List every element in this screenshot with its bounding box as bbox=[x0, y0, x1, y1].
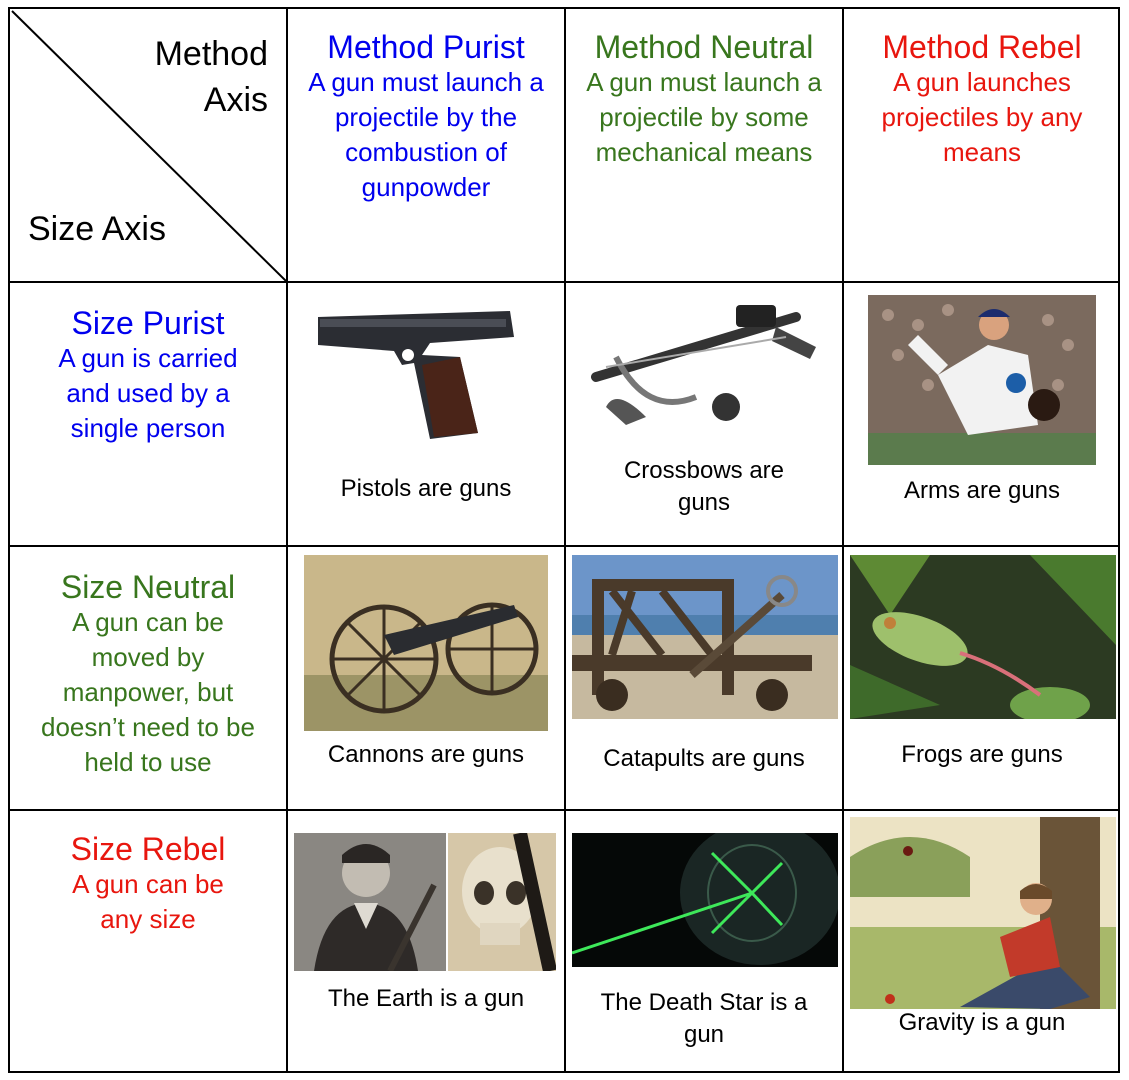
cell-caption: Cannons are guns bbox=[327, 741, 525, 768]
cell-pistol: Pistols are guns bbox=[288, 283, 564, 545]
column-description: A gun must launch a projectile by some m… bbox=[586, 67, 822, 167]
cell-crossbow: Crossbows are guns bbox=[566, 283, 842, 545]
cell-caption: Catapults are guns bbox=[603, 745, 805, 772]
column-title: Method Rebel bbox=[882, 29, 1082, 65]
grid-line bbox=[564, 9, 566, 1071]
column-title: Method Purist bbox=[327, 29, 525, 65]
cell-caption: Gravity is a gun bbox=[898, 1009, 1066, 1036]
column-header-method-purist: Method Purist A gun must launch a projec… bbox=[288, 29, 564, 205]
cell-cannon: Cannons are guns bbox=[288, 547, 564, 809]
death-star-icon bbox=[572, 833, 838, 967]
cell-caption: The Earth is a gun bbox=[327, 985, 525, 1012]
size-axis-label: Size Axis bbox=[28, 210, 166, 248]
crossbow-icon bbox=[591, 305, 816, 425]
column-header-method-neutral: Method Neutral A gun must launch a proje… bbox=[566, 29, 842, 170]
corner-cell: Method Axis Size Axis bbox=[10, 9, 286, 281]
cannon-icon bbox=[304, 555, 548, 731]
grid-line bbox=[286, 9, 288, 1071]
row-description: A gun can be moved by manpower, but does… bbox=[41, 607, 255, 777]
diagonal-line bbox=[11, 10, 286, 281]
grid-line bbox=[842, 9, 844, 1071]
grid-line bbox=[10, 545, 1118, 547]
row-header-size-neutral: Size Neutral A gun can be moved by manpo… bbox=[10, 569, 286, 780]
row-header-size-purist: Size Purist A gun is carried and used by… bbox=[10, 305, 286, 446]
grid-line bbox=[10, 809, 1118, 811]
row-title: Size Neutral bbox=[60, 569, 236, 605]
alignment-chart: Method Axis Size Axis Method Purist A gu… bbox=[8, 7, 1120, 1073]
row-description: A gun is carried and used by a single pe… bbox=[58, 343, 238, 443]
catapult-icon bbox=[572, 555, 838, 719]
row-title: Size Rebel bbox=[70, 831, 226, 867]
cell-frog: Frogs are guns bbox=[844, 547, 1120, 809]
column-header-method-rebel: Method Rebel A gun launches projectiles … bbox=[844, 29, 1120, 170]
row-header-size-rebel: Size Rebel A gun can be any size bbox=[10, 831, 286, 937]
cell-caption: The Death Star is a gun bbox=[600, 989, 808, 1048]
row-description: A gun can be any size bbox=[72, 869, 224, 934]
column-description: A gun launches projectiles by any means bbox=[881, 67, 1083, 167]
column-description: A gun must launch a projectile by the co… bbox=[308, 67, 544, 202]
grid-line bbox=[10, 281, 1118, 283]
row-title: Size Purist bbox=[71, 305, 225, 341]
cell-caption: Arms are guns bbox=[903, 477, 1061, 504]
cell-caption: Pistols are guns bbox=[340, 475, 512, 502]
newton-apple-icon bbox=[850, 817, 1116, 1009]
cell-arm: Arms are guns bbox=[844, 283, 1120, 545]
column-title: Method Neutral bbox=[594, 29, 814, 65]
cell-catapult: Catapults are guns bbox=[566, 547, 842, 809]
cell-earth: The Earth is a gun bbox=[288, 811, 564, 1075]
cell-gravity: Gravity is a gun bbox=[844, 811, 1120, 1075]
frog-icon bbox=[850, 555, 1116, 719]
cell-caption: Frogs are guns bbox=[901, 741, 1063, 768]
method-axis-label: Method Axis bbox=[154, 35, 268, 119]
cell-caption: Crossbows are guns bbox=[623, 457, 785, 516]
cell-death-star: The Death Star is a gun bbox=[566, 811, 842, 1075]
baseball-pitcher-icon bbox=[868, 295, 1096, 465]
phineas-gage-icon bbox=[294, 833, 556, 971]
pistol-icon bbox=[318, 311, 514, 439]
